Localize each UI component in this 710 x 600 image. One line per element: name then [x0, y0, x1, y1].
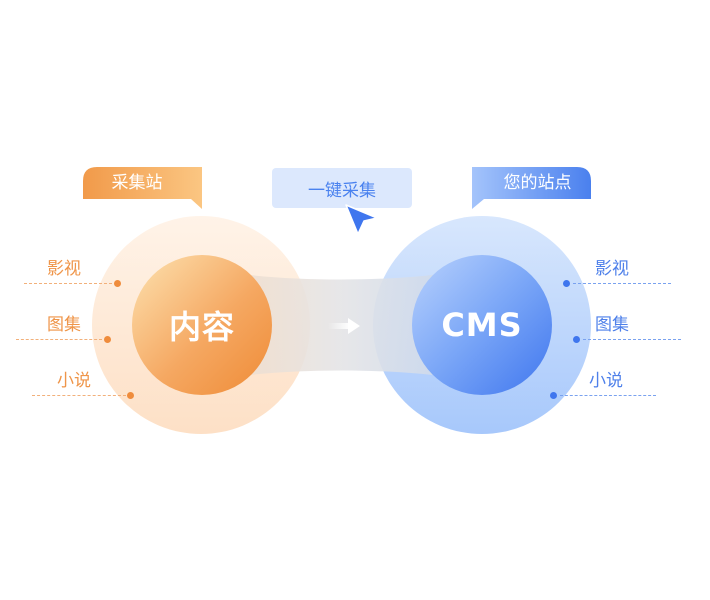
source-site-tag: 采集站	[111, 173, 163, 193]
left-connector-line	[16, 339, 102, 340]
left-category-novel: 小说	[57, 371, 91, 391]
left-connector-dot	[104, 336, 111, 343]
one-click-collect-label: 一键采集	[308, 180, 376, 201]
right-connector-dot	[573, 336, 580, 343]
left-category-video: 影视	[47, 259, 81, 279]
source-site-flag	[83, 167, 202, 209]
left-connector-line	[24, 283, 112, 284]
cms-core-circle: CMS	[412, 255, 552, 395]
right-category-novel: 小说	[589, 371, 623, 391]
left-category-gallery: 图集	[47, 315, 81, 335]
cursor-pointer-icon	[345, 204, 378, 235]
content-core-label: 内容	[168, 308, 235, 346]
content-core-circle: 内容	[132, 255, 272, 395]
right-category-video: 影视	[595, 259, 629, 279]
right-category-gallery: 图集	[595, 315, 629, 335]
left-connector-dot	[127, 392, 134, 399]
your-site-flag	[472, 167, 591, 209]
cms-core-label: CMS	[441, 306, 523, 344]
your-site-tag: 您的站点	[503, 173, 572, 193]
right-connector-line	[573, 283, 671, 284]
one-click-collect-button[interactable]: 一键采集	[272, 168, 412, 208]
right-connector-dot	[563, 280, 570, 287]
right-connector-line	[583, 339, 681, 340]
left-connector-line	[32, 395, 126, 396]
right-connector-line	[560, 395, 656, 396]
right-connector-dot	[550, 392, 557, 399]
arrow-right-icon	[328, 318, 360, 334]
left-connector-dot	[114, 280, 121, 287]
